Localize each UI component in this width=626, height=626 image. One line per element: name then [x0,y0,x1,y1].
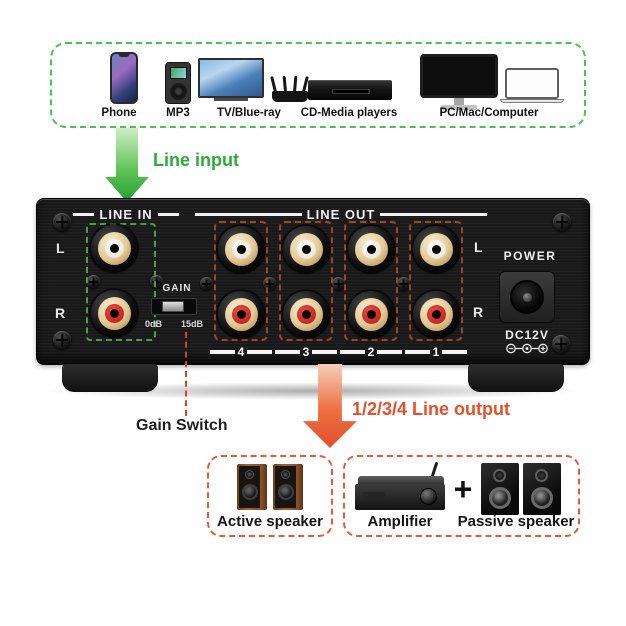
line-input-label: Line input [153,150,239,170]
panel-screw-icon [397,277,410,290]
rca-jack-out1-right [413,291,459,337]
input-sources-box: Phone MP3 TV/Blue-ray CD-Media players [50,42,586,128]
gain-switch-callout-label: Gain Switch [136,417,228,434]
device-foot-left [62,364,158,392]
line-out-highlight-box-3 [279,221,333,341]
channel-2-marker: 2 [340,346,402,358]
gain-15db-label: 15dB [180,319,203,329]
rca-jack-line-in-left [91,225,137,271]
bluray-router-icon [270,72,309,102]
device-shadow [44,382,582,400]
active-speaker-box: Active speaker [207,455,333,537]
passive-speaker-label: Passive speaker [457,513,575,530]
rca-jack-line-in-right [91,290,137,336]
pc-mac-label: PC/Mac/Computer [439,107,539,119]
gain-switch-callout-line [185,332,187,416]
line-output-callout-label: 1/2/3/4 Line output [352,399,511,419]
rca-jack-out2-left [348,226,394,272]
line-out-title: LINE OUT [306,207,376,222]
mp3-clickwheel [170,83,187,100]
cd-media-label: CD-Media players [300,107,398,119]
line-out-highlight-box-2 [344,221,398,341]
passive-speaker-icon [523,463,561,515]
gain-switch-knob [162,301,184,312]
device-rear-panel: LINE IN L R GAIN 0dB 15dB LINE OUT [36,198,590,365]
amplifier-passive-speaker-box: + Amplifier Passive speaker [343,455,580,537]
line-in-header: LINE IN [73,207,180,222]
rca-jack-out2-right [348,291,394,337]
corner-screw-icon [53,213,71,231]
passive-speaker-icon [481,463,519,515]
panel-screw-icon [332,277,345,290]
power-label: POWER [503,249,557,263]
plus-sign: + [453,471,473,507]
tv-icon [198,58,264,101]
rca-jack-out4-left [218,226,264,272]
rca-jack-out4-right [218,291,264,337]
smartphone-icon [110,52,138,104]
line-input-arrow-icon [105,128,149,202]
volume-knob-icon [420,488,437,505]
dc-power-jack [499,271,555,323]
channel-4-marker: 4 [210,346,272,358]
cd-player-icon [308,80,392,100]
amplifier-icon [355,461,447,511]
channel-3-marker: 3 [275,346,337,358]
rca-jack-out1-left [413,226,459,272]
line-in-highlight-box [86,223,156,341]
line-out-right-label: R [473,304,484,320]
laptop-icon [500,68,564,106]
device-foot-right [468,364,564,392]
panel-screw-icon [200,277,213,290]
line-in-left-label: L [56,240,65,256]
mp3-player-icon [165,62,191,104]
active-speaker-icon [273,464,303,510]
desktop-monitor-icon [420,54,498,112]
corner-screw-icon [53,331,71,349]
gain-slide-switch [151,298,197,315]
tv-bluray-label: TV/Blue-ray [217,107,281,119]
gain-scale: 0dB 15dB [145,319,203,329]
line-in-right-label: R [55,305,66,321]
rca-jack-out3-left [283,226,329,272]
dc-polarity-icon [506,343,548,354]
line-out-header: LINE OUT [195,207,488,222]
corner-screw-icon [553,213,571,231]
line-in-title: LINE IN [99,207,153,222]
phone-label: Phone [101,107,137,119]
rca-jack-out3-right [283,291,329,337]
amplifier-label: Amplifier [367,513,433,530]
active-speaker-icon [237,464,267,510]
panel-screw-icon [150,275,163,288]
cd-slot [332,89,370,94]
panel-screw-icon [87,275,100,288]
gain-label: GAIN [162,283,192,294]
line-output-arrow-icon [303,364,357,448]
corner-screw-icon [552,335,570,353]
line-out-left-label: L [474,239,483,255]
mp3-label: MP3 [166,107,190,119]
gain-0db-label: 0dB [145,319,163,329]
line-out-highlight-box-1 [409,221,463,341]
active-speaker-label: Active speaker [217,513,323,530]
channel-1-marker: 1 [405,346,467,358]
line-out-highlight-box-4 [214,221,268,341]
mp3-screen [170,67,187,79]
dc-voltage-label: DC12V [505,328,549,342]
